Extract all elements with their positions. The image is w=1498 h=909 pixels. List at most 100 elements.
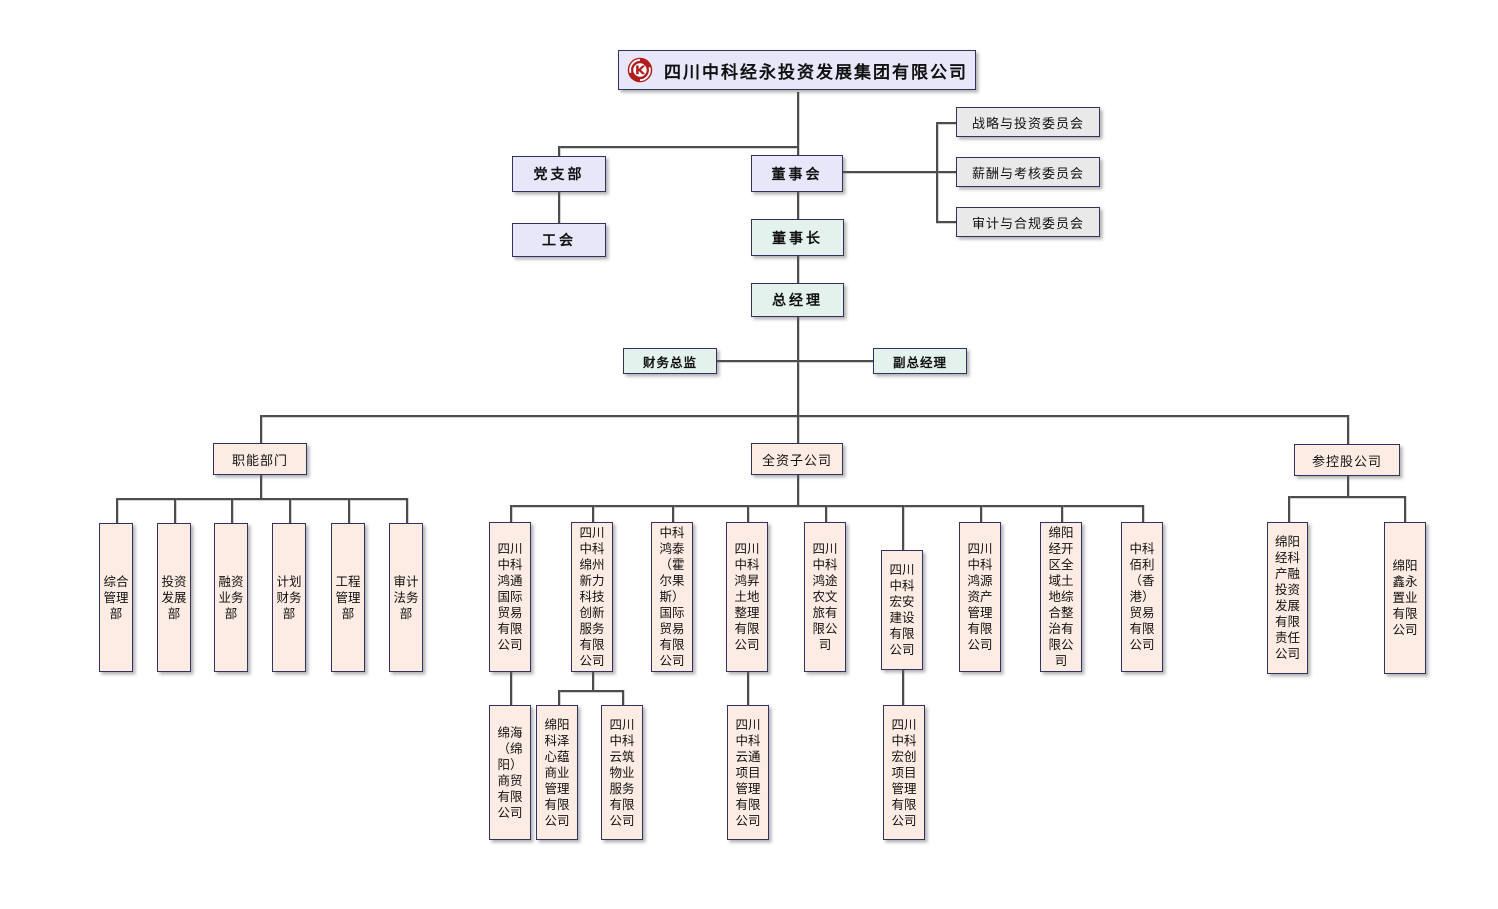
connector-line <box>622 690 624 705</box>
node-label: 绵阳经科产融投资发展有限责任公司 <box>1274 535 1300 661</box>
connector-line <box>980 505 982 522</box>
node-label: 四川中科鸿源资产管理有限公司 <box>967 542 993 652</box>
node-subsidiary-1: 四川中科鸿通国际贸易有限公司 <box>489 522 531 672</box>
connector-line <box>797 475 799 505</box>
node-label: 中科佰利（香港）贸易有限公司 <box>1129 542 1155 652</box>
connector-line <box>1347 476 1349 496</box>
node-label: 薪酬与考核委员会 <box>971 165 1084 181</box>
node-subsidiary-8: 绵阳经开区全域土地综合整治有限公司 <box>1040 522 1082 672</box>
connector-line <box>558 146 798 148</box>
node-committee-compensation-assessment: 薪酬与考核委员会 <box>956 157 1100 187</box>
node-label: 董事会 <box>771 165 823 182</box>
connector-line <box>592 672 594 690</box>
node-finance-director: 财务总监 <box>623 348 717 374</box>
node-label: 董事长 <box>772 229 823 246</box>
connector-line <box>1288 496 1290 522</box>
node-wholly-owned-subsidiaries: 全资子公司 <box>751 443 843 475</box>
node-labor-union: 工会 <box>512 223 606 257</box>
connector-line <box>116 498 406 500</box>
node-label: 四川中科宏创项目管理有限公司 <box>891 717 917 828</box>
node-committee-strategy-investment: 战略与投资委员会 <box>956 107 1100 137</box>
connector-line <box>797 256 799 283</box>
node-label: 中科鸿泰（霍尔果斯）国际贸易有限公司 <box>659 526 685 668</box>
connector-line <box>936 122 956 124</box>
connector-line <box>747 672 749 705</box>
node-holding-companies: 参控股公司 <box>1294 444 1400 476</box>
node-label: 绵阳科泽心蕴商业管理有限公司 <box>544 717 570 828</box>
connector-line <box>406 498 408 523</box>
connector-line <box>1288 496 1405 498</box>
node-label: 四川中科云通项目管理有限公司 <box>735 717 761 828</box>
node-label: 四川中科鸿昇土地整理有限公司 <box>734 542 760 652</box>
connector-line <box>348 498 350 523</box>
connector-line <box>936 122 938 223</box>
connector-line <box>843 171 956 173</box>
node-label: 副总经理 <box>892 355 947 370</box>
node-dept-engineering: 工程管理部 <box>331 523 365 672</box>
node-label: 审计与合规委员会 <box>971 215 1084 231</box>
connector-line <box>174 498 176 523</box>
connector-line <box>260 475 262 499</box>
node-label: 绵海（绵阳）商贸有限公司 <box>497 725 523 820</box>
node-group-root: 四川中科经永投资发展集团有限公司 <box>618 50 976 90</box>
node-label: 投资发展部 <box>161 574 187 621</box>
node-label: 参控股公司 <box>1311 453 1382 469</box>
connector-line <box>717 360 873 362</box>
node-label: 融资业务部 <box>218 574 244 621</box>
connector-line <box>902 505 904 550</box>
connector-line <box>1404 496 1406 522</box>
node-subsidiary-7: 四川中科鸿源资产管理有限公司 <box>959 522 1001 672</box>
node-grandchild-3: 四川中科云筑物业服务有限公司 <box>601 705 643 840</box>
node-committee-audit-compliance: 审计与合规委员会 <box>956 207 1100 237</box>
node-label: 财务总监 <box>642 355 697 370</box>
node-dept-general-admin: 综合管理部 <box>99 523 133 672</box>
node-holding-1: 绵阳经科产融投资发展有限责任公司 <box>1267 522 1308 674</box>
connector-line <box>672 505 674 522</box>
node-label: 四川中科鸿途农文旅有限公司 <box>812 542 838 652</box>
connector-line <box>558 690 622 692</box>
node-holding-2: 绵阳鑫永置业有限公司 <box>1384 522 1426 674</box>
connector-line <box>592 505 594 522</box>
node-label: 综合管理部 <box>103 574 129 621</box>
connector-line <box>1347 415 1349 444</box>
connector-line <box>1142 505 1144 522</box>
connector-line <box>289 498 291 523</box>
node-dept-audit-legal: 审计法务部 <box>389 523 423 672</box>
connector-line <box>747 505 749 522</box>
node-subsidiary-6: 四川中科宏安建设有限公司 <box>881 550 923 670</box>
node-label: 全资子公司 <box>761 452 832 468</box>
node-label: 战略与投资委员会 <box>971 115 1084 131</box>
node-grandchild-4: 四川中科云通项目管理有限公司 <box>727 705 769 840</box>
node-party-branch: 党支部 <box>512 156 606 192</box>
node-dept-investment-dev: 投资发展部 <box>157 523 191 672</box>
node-label: 工程管理部 <box>335 574 361 621</box>
company-logo-icon <box>626 56 654 84</box>
connector-line <box>260 415 1348 417</box>
connector-line <box>797 317 799 415</box>
connector-line <box>116 498 118 523</box>
node-label: 四川中科绵州新力科技创新服务有限公司 <box>579 526 605 668</box>
connector-line <box>231 498 233 523</box>
connector-line <box>797 92 799 155</box>
connector-line <box>510 505 512 522</box>
connector-line <box>902 670 904 705</box>
node-label: 四川中科云筑物业服务有限公司 <box>609 717 635 828</box>
connector-line <box>510 672 512 705</box>
node-label: 工会 <box>542 232 576 248</box>
connector-line <box>936 221 956 223</box>
connector-line <box>558 690 560 705</box>
node-grandchild-1: 绵海（绵阳）商贸有限公司 <box>489 705 531 840</box>
node-label: 党支部 <box>533 166 585 182</box>
connector-line <box>558 146 560 157</box>
node-board: 董事会 <box>751 155 843 192</box>
node-grandchild-5: 四川中科宏创项目管理有限公司 <box>883 705 925 840</box>
node-general-manager: 总经理 <box>751 283 844 317</box>
node-label: 计划财务部 <box>276 574 302 621</box>
node-label: 绵阳经开区全域土地综合整治有限公司 <box>1048 526 1074 668</box>
connector-line <box>797 415 799 443</box>
node-label: 审计法务部 <box>393 574 419 621</box>
node-subsidiary-9: 中科佰利（香港）贸易有限公司 <box>1121 522 1163 672</box>
node-label: 总经理 <box>772 292 823 308</box>
company-title: 四川中科经永投资发展集团有限公司 <box>664 62 968 82</box>
